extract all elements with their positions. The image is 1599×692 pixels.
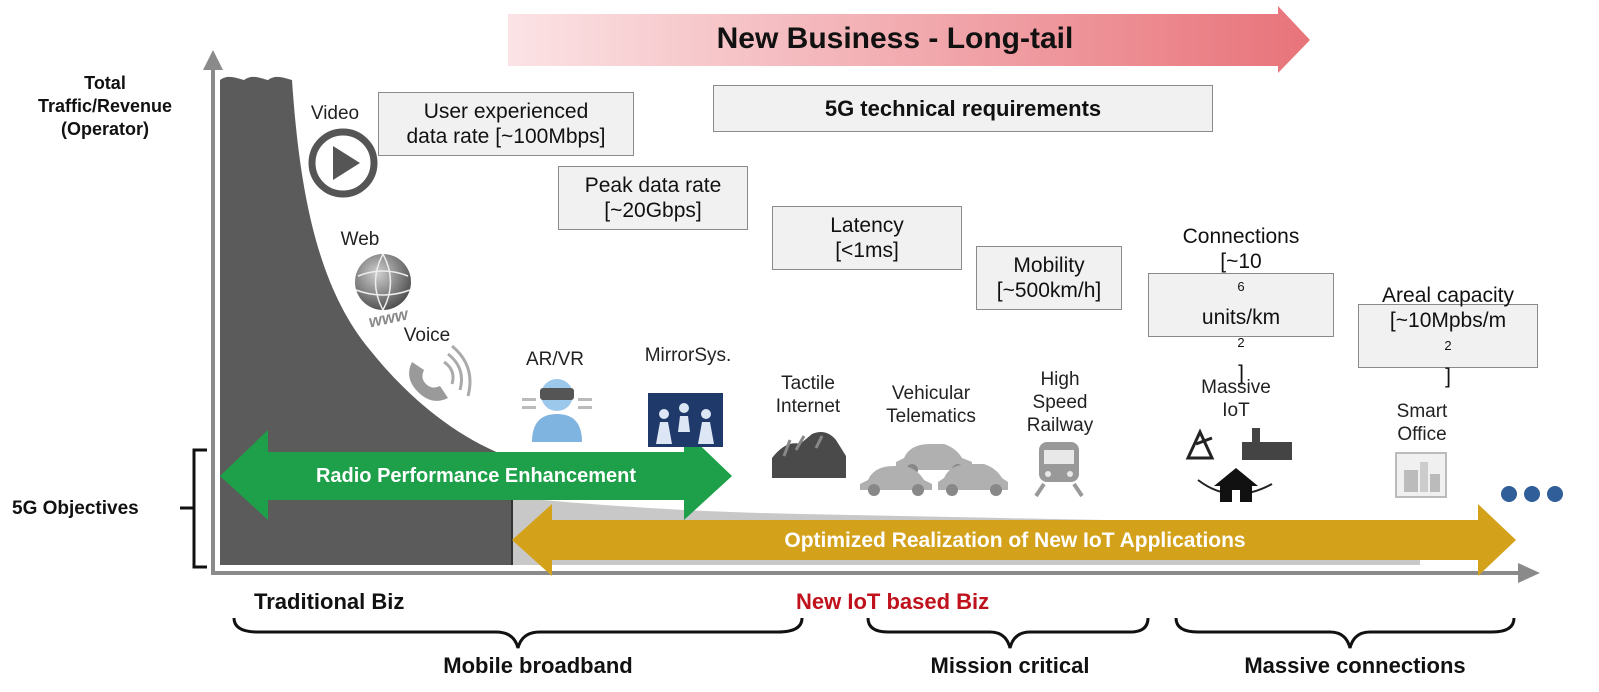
service-video-label: Video — [310, 103, 360, 124]
y-axis-label-line2: Traffic/Revenue — [37, 96, 173, 116]
objectives-bracket — [180, 448, 207, 569]
voice-phone-icon — [409, 344, 472, 401]
service-voice-label: Voice — [403, 325, 451, 346]
objectives-label: 5G Objectives — [12, 498, 139, 519]
radio-arrow-label: Radio Performance Enhancement — [315, 465, 637, 487]
req-latency: Latency[<1ms] — [772, 206, 962, 270]
brace-mobile-broadband — [232, 617, 804, 649]
head-dark-area — [220, 76, 512, 565]
mirror-system-icon — [648, 393, 723, 447]
smart-office-icon — [1395, 452, 1447, 498]
mobile-broadband-label: Mobile broadband — [443, 653, 633, 678]
app-ar-vr-label: AR/VR — [525, 349, 585, 370]
iot-arrow-shape — [512, 504, 1516, 576]
service-web-label: Web — [340, 229, 380, 250]
more-dots-icon — [1501, 486, 1563, 502]
req-peak-data-rate: Peak data rate[~20Gbps] — [558, 166, 748, 230]
massive-connections-label: Massive connections — [1244, 653, 1466, 678]
web-globe-icon: www — [355, 253, 411, 331]
traditional-biz-label: Traditional Biz — [254, 589, 405, 614]
banner-arrow — [508, 6, 1310, 73]
requirements-title: 5G technical requirements — [713, 85, 1213, 132]
radio-arrow-shape — [220, 430, 732, 520]
cars-icon — [860, 444, 1008, 496]
req-mobility: Mobility[~500km/h] — [976, 246, 1122, 310]
y-axis-label: Total Traffic/Revenue (Operator) — [10, 72, 200, 141]
iot-factory-house-icon — [1185, 428, 1292, 502]
iot-arrow-label: Optimized Realization of New IoT Applica… — [784, 529, 1246, 552]
tactile-hands-icon — [772, 432, 846, 478]
app-mirrorsys-label: MirrorSys. — [644, 345, 732, 366]
banner-title: New Business - Long-tail — [716, 22, 1074, 55]
new-iot-biz-label: New IoT based Biz — [796, 589, 990, 614]
y-axis-label-line1: Total — [84, 73, 126, 93]
video-play-icon — [308, 128, 378, 198]
y-axis-label-line3: (Operator) — [60, 119, 149, 139]
brace-massive-connections — [1174, 617, 1516, 649]
vr-headset-icon — [522, 379, 592, 442]
train-icon — [1034, 442, 1084, 498]
brace-mission-critical — [866, 617, 1150, 649]
mission-critical-label: Mission critical — [930, 653, 1090, 678]
